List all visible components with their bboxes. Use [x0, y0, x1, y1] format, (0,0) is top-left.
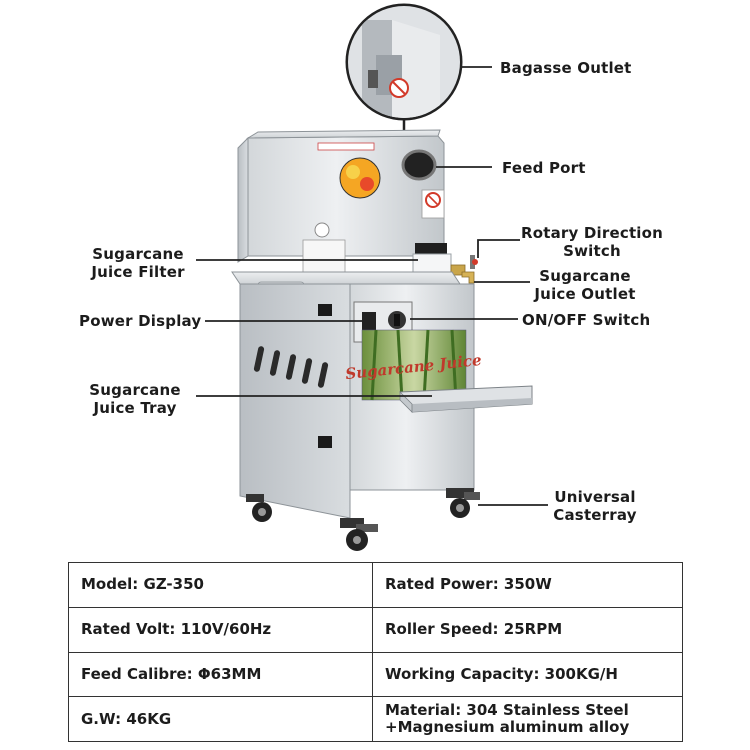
- product-diagram: Sugarcane Juice: [79, 3, 664, 551]
- spec-rated-power: Rated Power: 350W: [372, 562, 683, 608]
- callout-power-display: Power Display: [79, 312, 202, 330]
- spec-model: Model: GZ-350: [68, 562, 373, 608]
- table-row: G.W: 46KG Material: 304 Stainless Steel …: [68, 696, 683, 742]
- caster-front: [340, 518, 378, 551]
- leader-lines: [196, 66, 548, 506]
- caster-right: [446, 488, 480, 518]
- table-row: Rated Volt: 110V/60Hz Roller Speed: 25RP…: [68, 606, 683, 653]
- table-row: Model: GZ-350 Rated Power: 350W: [68, 562, 683, 608]
- callout-rotary-direction-switch: Rotary Direction Switch: [520, 224, 664, 260]
- machine-illustration: Sugarcane Juice: [196, 3, 548, 551]
- callout-juice-outlet: Sugarcane Juice Outlet: [534, 267, 636, 303]
- spec-table: Model: GZ-350 Rated Power: 350W Rated Vo…: [68, 562, 683, 742]
- spec-working-capacity: Working Capacity: 300KG/H: [372, 651, 683, 698]
- upper-housing: [237, 129, 478, 284]
- casters: [246, 488, 480, 551]
- bagasse-outlet-inset: [345, 3, 463, 133]
- callout-juice-filter: Sugarcane Juice Filter: [91, 245, 185, 281]
- callout-bagasse-outlet: Bagasse Outlet: [500, 59, 632, 77]
- spec-material: Material: 304 Stainless Steel +Magnesium…: [385, 701, 630, 737]
- spec-gross-weight: G.W: 46KG: [68, 696, 373, 742]
- spec-roller-speed: Roller Speed: 25RPM: [372, 606, 683, 653]
- table-row: Feed Calibre: Φ63MM Working Capacity: 30…: [68, 651, 683, 698]
- spec-feed-calibre: Feed Calibre: Φ63MM: [68, 651, 373, 698]
- spec-rated-volt: Rated Volt: 110V/60Hz: [68, 606, 373, 653]
- callout-on-off-switch: ON/OFF Switch: [522, 311, 651, 329]
- callout-juice-tray: Sugarcane Juice Tray: [89, 381, 181, 417]
- callout-universal-casters: Universal Casterray: [553, 488, 637, 524]
- spec-material-cell: Material: 304 Stainless Steel +Magnesium…: [372, 696, 683, 742]
- caster-left: [246, 494, 272, 522]
- callout-feed-port: Feed Port: [502, 159, 586, 177]
